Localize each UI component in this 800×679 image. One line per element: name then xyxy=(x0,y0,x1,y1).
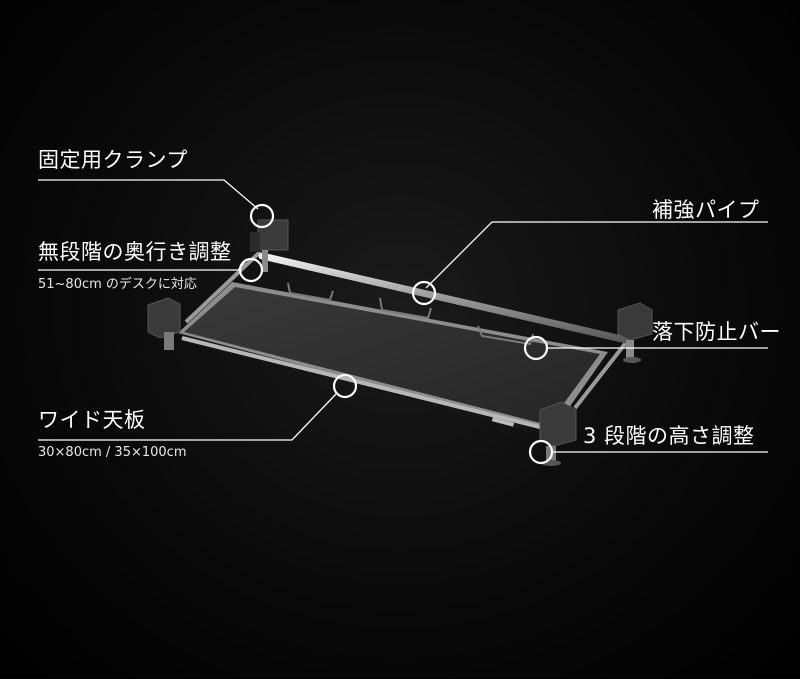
leader-lines xyxy=(38,179,768,453)
wide-board-label: ワイド天板 xyxy=(38,408,146,432)
leader-depth xyxy=(38,261,246,271)
marker-pipe xyxy=(411,280,437,306)
leader-clamp xyxy=(38,179,259,210)
left-rail xyxy=(184,250,262,324)
right-rail xyxy=(573,338,630,410)
clamp-back-right xyxy=(617,302,653,363)
reinforcement-pipe xyxy=(181,252,630,434)
marker-depth xyxy=(238,257,264,283)
marker-bar xyxy=(523,335,549,361)
drop-prevention-bar-label: 落下防止バー xyxy=(652,320,781,344)
pipe-main xyxy=(258,252,630,344)
wide-board-sublabel: 30×80cm / 35×100cm xyxy=(38,445,187,460)
depth-adjust-label: 無段階の奥行き調整 xyxy=(38,240,232,264)
leader-board xyxy=(38,393,337,441)
reinforcement-pipe-label: 補強パイプ xyxy=(652,198,760,222)
marker-height xyxy=(528,439,554,465)
clamp-front-right xyxy=(539,401,577,466)
board-surface xyxy=(184,287,600,425)
board-logo xyxy=(491,417,515,427)
clamps xyxy=(147,219,653,466)
side-rails xyxy=(184,250,630,410)
drop-bar-1 xyxy=(287,282,334,302)
marker-board xyxy=(332,373,358,399)
clamp-back-left xyxy=(250,219,289,272)
marker-clamp xyxy=(249,203,275,229)
clamp-front-left xyxy=(147,297,181,350)
clamp-label: 固定用クランプ xyxy=(38,148,188,172)
drop-bar-2 xyxy=(379,297,432,320)
leader-pipe xyxy=(425,221,768,289)
height-adjust-label: 3 段階の高さ調整 xyxy=(583,424,755,448)
callout-markers xyxy=(238,203,554,465)
pipe-front xyxy=(181,336,561,434)
depth-adjust-sublabel: 51~80cm のデスクに対応 xyxy=(38,277,197,292)
